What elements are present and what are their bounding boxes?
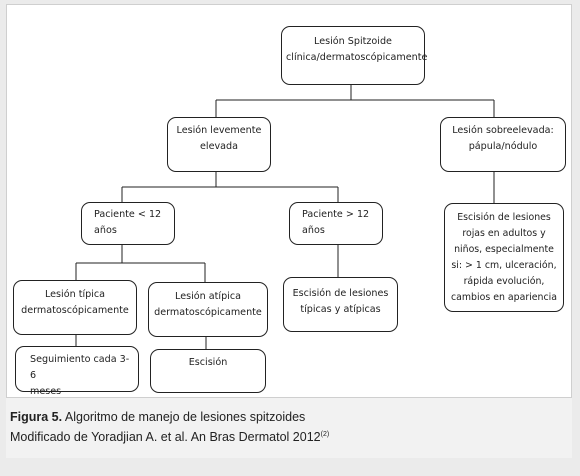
atypical-lesion-node: Lesión atípica dermatoscópicamente — [148, 282, 268, 337]
typical-action-node: Seguimiento cada 3-6 meses — [15, 346, 139, 397]
figure-title: Algoritmo de manejo de lesiones spitzoid… — [62, 410, 306, 424]
typical-lesion-node: Lesión típica dermatoscópicamente — [13, 280, 137, 335]
connector-lines — [75, 85, 495, 349]
figure-reference: (2) — [320, 431, 330, 438]
atypical-action-node: Escisión — [150, 349, 266, 393]
root-node: Lesión Spitzoide clínica/dermatoscópicam… — [281, 26, 427, 85]
patient-over-12-node: Paciente > 12 años — [289, 202, 383, 245]
figure-caption: Figura 5. Algoritmo de manejo de lesione… — [6, 398, 572, 458]
raised-lesion-node: Lesión sobreelevada: pápula/nódulo — [440, 117, 566, 172]
raised-action-node: Escisión de lesiones rojas en adultos y … — [444, 203, 564, 312]
over-12-action-node: Escisión de lesiones típicas y atípicas — [283, 277, 398, 332]
figure-label: Figura 5. — [10, 410, 63, 424]
patient-under-12-node: Paciente < 12 años — [81, 202, 175, 245]
slightly-raised-lesion-node: Lesión levemente elevada — [167, 117, 271, 172]
figure-source: Modificado de Yoradjian A. et al. An Bra… — [10, 430, 321, 445]
